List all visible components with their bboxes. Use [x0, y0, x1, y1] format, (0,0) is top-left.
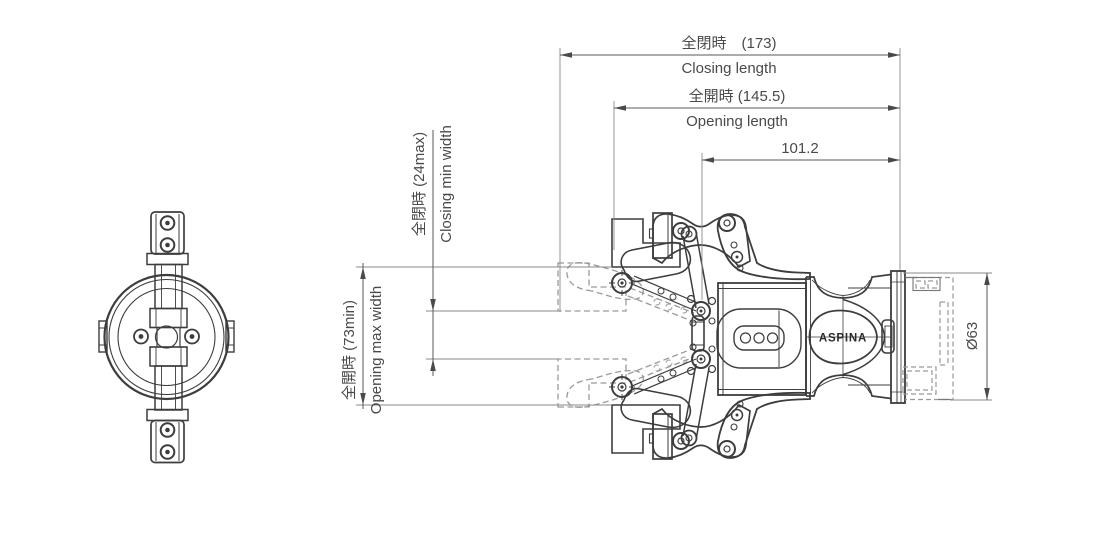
- side-clip-left: [98, 320, 108, 353]
- dim-opening-max-width-jp: 全開時 (73min): [340, 300, 358, 400]
- dim-closing-min-width-en: Closing min width: [438, 125, 455, 243]
- long-link-upper: [680, 225, 710, 309]
- body-center-block: [691, 282, 807, 396]
- dim-closing-min-width-jp: 全閉時 (24max): [410, 132, 428, 236]
- brand-logo: ASPINA: [819, 333, 867, 345]
- center-bore: [154, 325, 179, 349]
- rear-unit-solid-edges: [905, 276, 950, 401]
- face-bolt-right: [184, 328, 200, 345]
- mounting-flange: [881, 270, 906, 404]
- front-finger-lower: [146, 346, 189, 464]
- long-link-lower: [680, 363, 710, 447]
- pivot-bolt-lower: [609, 374, 635, 400]
- front-neck: [150, 326, 187, 348]
- dimension-annotations: 全閉時 (173) Closing length 全開時 (145.5) Ope…: [340, 34, 992, 414]
- dim-front-reference: 101.2: [781, 140, 819, 157]
- face-bolt-left: [133, 328, 149, 345]
- dim-opening-length-jp: 全開時 (145.5): [689, 87, 786, 105]
- extension-lines: [356, 48, 992, 406]
- base-bracket-top: [648, 212, 751, 269]
- swing-arm-bottom: [716, 391, 811, 459]
- side-tab-left: [691, 315, 705, 352]
- side-tab-right: [881, 319, 895, 354]
- pivot-bolt-upper: [609, 270, 635, 296]
- front-finger-upper: [146, 211, 189, 329]
- dim-closing-length-jp: 全閉時 (173): [681, 34, 776, 52]
- dim-opening-length-en: Opening length: [686, 113, 788, 130]
- rear-unit-hidden: [902, 276, 954, 401]
- fingertip-lower-closed: [557, 358, 627, 408]
- dimension-lines: [362, 54, 988, 409]
- dim-body-diameter: Ø63: [964, 322, 981, 350]
- link-rod-lower-closed: [627, 348, 695, 383]
- link-rod-upper-closed: [627, 287, 695, 322]
- side-clip-right: [225, 320, 235, 353]
- swing-arm-top: [716, 213, 811, 281]
- finger-bracket-lower-closed: [566, 369, 644, 408]
- dim-opening-max-width-en: Opening max width: [368, 286, 385, 414]
- dim-closing-length-en: Closing length: [681, 60, 776, 77]
- body-wing-section: ASPINA: [805, 273, 892, 400]
- finger-bracket-upper-closed: [566, 262, 644, 301]
- front-view: [98, 211, 235, 464]
- dimension-arrowheads: [360, 52, 990, 405]
- side-view: ASPINA: [557, 212, 954, 460]
- fingertip-upper-closed: [557, 262, 627, 312]
- connector-plate: [733, 325, 785, 351]
- base-bracket-bottom: [648, 403, 751, 460]
